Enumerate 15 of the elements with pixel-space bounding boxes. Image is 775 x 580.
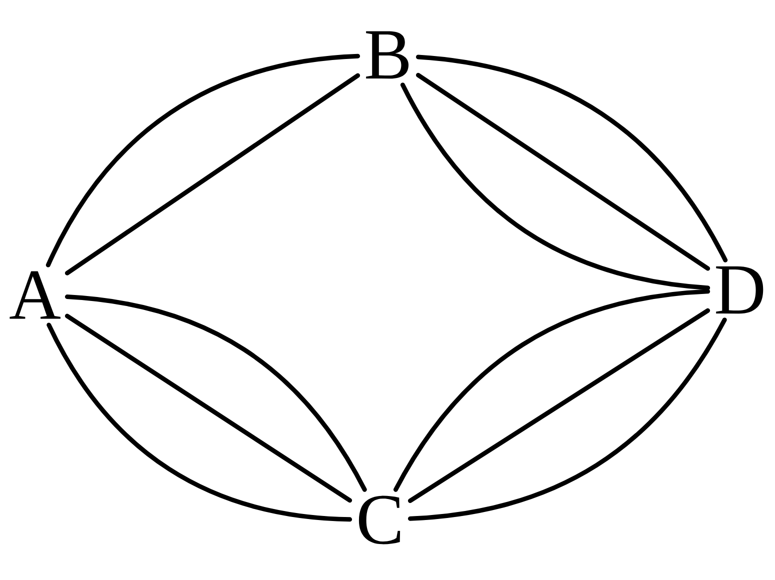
- edge-line: [46, 322, 352, 522]
- vertex-label: D: [716, 266, 764, 314]
- edge-line: [393, 289, 710, 492]
- edge-line: [64, 314, 352, 503]
- edge-line: [416, 54, 728, 262]
- vertex-label: B: [366, 31, 408, 79]
- edge-line: [64, 73, 360, 276]
- edge-line: [400, 82, 710, 290]
- edge-line: [416, 72, 710, 271]
- vertex-label: A: [10, 271, 60, 319]
- edge-line: [408, 308, 710, 504]
- edge-line: [46, 54, 360, 268]
- edge-line: [408, 318, 727, 521]
- edge-line: [64, 294, 367, 492]
- vertex-label: C: [358, 496, 400, 544]
